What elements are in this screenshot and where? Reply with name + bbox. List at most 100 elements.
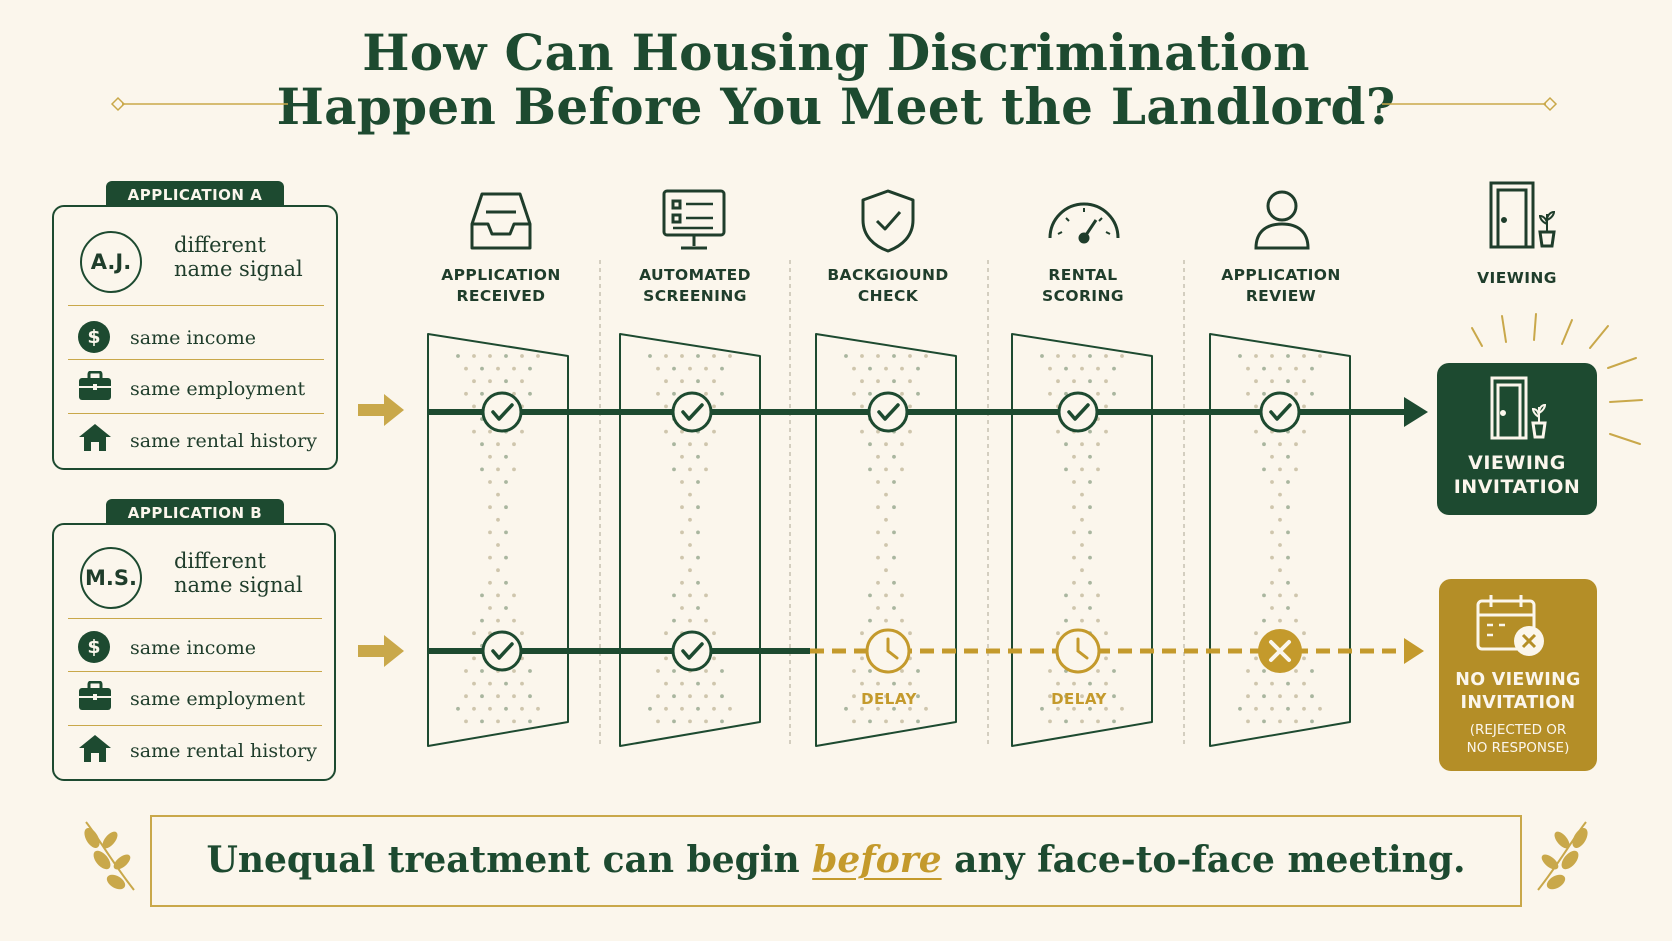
pattern-dot [464,669,468,673]
pattern-dot [480,442,484,447]
pattern-dot [504,706,508,711]
pattern-dot [1072,379,1076,384]
pattern-dot [1262,669,1266,673]
pattern-dot [1286,530,1290,535]
pattern-dot [1278,543,1282,547]
pattern-dot [868,391,872,396]
pattern-dot [908,379,912,384]
left-ornament [110,96,288,112]
pattern-dot [1302,429,1306,434]
pattern-dot [680,555,684,560]
application-a-label: APPLICATION A [106,181,284,209]
pattern-dot [1072,505,1076,510]
pattern-dot [1096,694,1100,699]
pattern-dot [488,354,492,358]
pattern-dot [696,505,700,510]
pattern-dot [876,606,880,610]
pattern-dot [488,681,492,686]
pattern-dot [496,543,500,547]
pattern-dot [1104,631,1108,636]
tagline-before: Unequal treatment can begin [206,839,813,881]
pattern-dot [488,706,492,711]
pattern-dot [1286,379,1290,384]
pattern-dot [656,366,660,371]
stage-2-a-check-icon [867,391,909,433]
pattern-dot [852,694,856,699]
pattern-dot [528,391,532,396]
pattern-dot [1278,618,1282,623]
pattern-dot [860,706,864,711]
pattern-dot [1056,354,1060,358]
house-icon [79,424,111,451]
pattern-dot [1064,719,1068,724]
pattern-dot [1112,366,1116,371]
pattern-dot [480,618,484,623]
pattern-dot [464,391,468,396]
stage-4-a-checkmark [1269,403,1292,421]
pattern-dot [688,568,692,573]
divider [68,305,324,306]
pattern-dot [704,467,708,472]
pattern-dot [892,530,896,535]
pattern-dot [1064,694,1068,699]
pattern-dot [876,429,880,434]
pattern-dot [1080,492,1084,497]
avatar-ms: M.S. [80,547,142,609]
divider [68,359,324,360]
viewing-invitation-line-2: INVITATION [1453,476,1581,498]
pattern-dot [1286,681,1290,686]
pattern-dot [1072,606,1076,610]
pattern-dot [908,429,912,434]
tagline-after: any face-to-face meeting. [941,839,1466,881]
avatar-aj: A.J. [80,231,142,293]
no-viewing-invitation-box: NO VIEWING INVITATION (REJECTED OR NO RE… [1439,579,1597,771]
pattern-dot [456,354,460,358]
pattern-dot [664,681,668,686]
stage-4-a-check-icon [1259,391,1301,433]
pattern-dot [504,530,508,535]
pattern-dot [1072,580,1076,585]
pattern-dot [1072,555,1076,560]
pattern-dot [1270,480,1274,484]
pattern-dot [1088,429,1092,434]
pattern-dot [1286,555,1290,560]
pattern-dot [1104,404,1108,409]
pattern-dot [860,379,864,384]
pattern-dot [1056,681,1060,686]
pattern-dot [488,454,492,459]
monitor-checklist-icon [662,189,726,250]
pattern-dot [1278,719,1282,724]
pattern-dot [680,429,684,434]
pattern-dot [664,404,668,409]
pattern-dot [480,366,484,371]
pattern-dot [696,681,700,686]
pattern-dot [488,580,492,585]
pattern-dot [504,580,508,585]
pattern-dot [512,467,516,472]
pattern-dot [868,669,872,673]
stage-label-rental-scoring: RENTAL SCORING [1042,266,1124,305]
pattern-dot [712,404,716,409]
pattern-dot [480,391,484,396]
pattern-dot [472,706,476,711]
pattern-dot [1270,354,1274,358]
pattern-dot [1112,669,1116,673]
stage-2-a-checkmark [877,403,900,421]
pattern-dot [688,492,692,497]
pattern-dot [900,593,904,598]
viewing-invitation-box: VIEWING INVITATION [1437,363,1597,515]
pattern-dot [664,429,668,434]
pattern-dot [656,391,660,396]
pattern-dot [1254,681,1258,686]
pattern-dot [688,442,692,447]
pattern-dot [1294,593,1298,598]
briefcase-icon [79,371,111,400]
pattern-dot [1056,706,1060,711]
income-text: same income [130,637,257,659]
gauge-icon [1048,202,1120,244]
stage-0-a-check-icon [481,391,523,433]
pattern-dot [672,694,676,699]
pattern-dot [472,631,476,636]
pattern-dot [1056,379,1060,384]
tagline: Unequal treatment can begin before any f… [152,817,1520,903]
